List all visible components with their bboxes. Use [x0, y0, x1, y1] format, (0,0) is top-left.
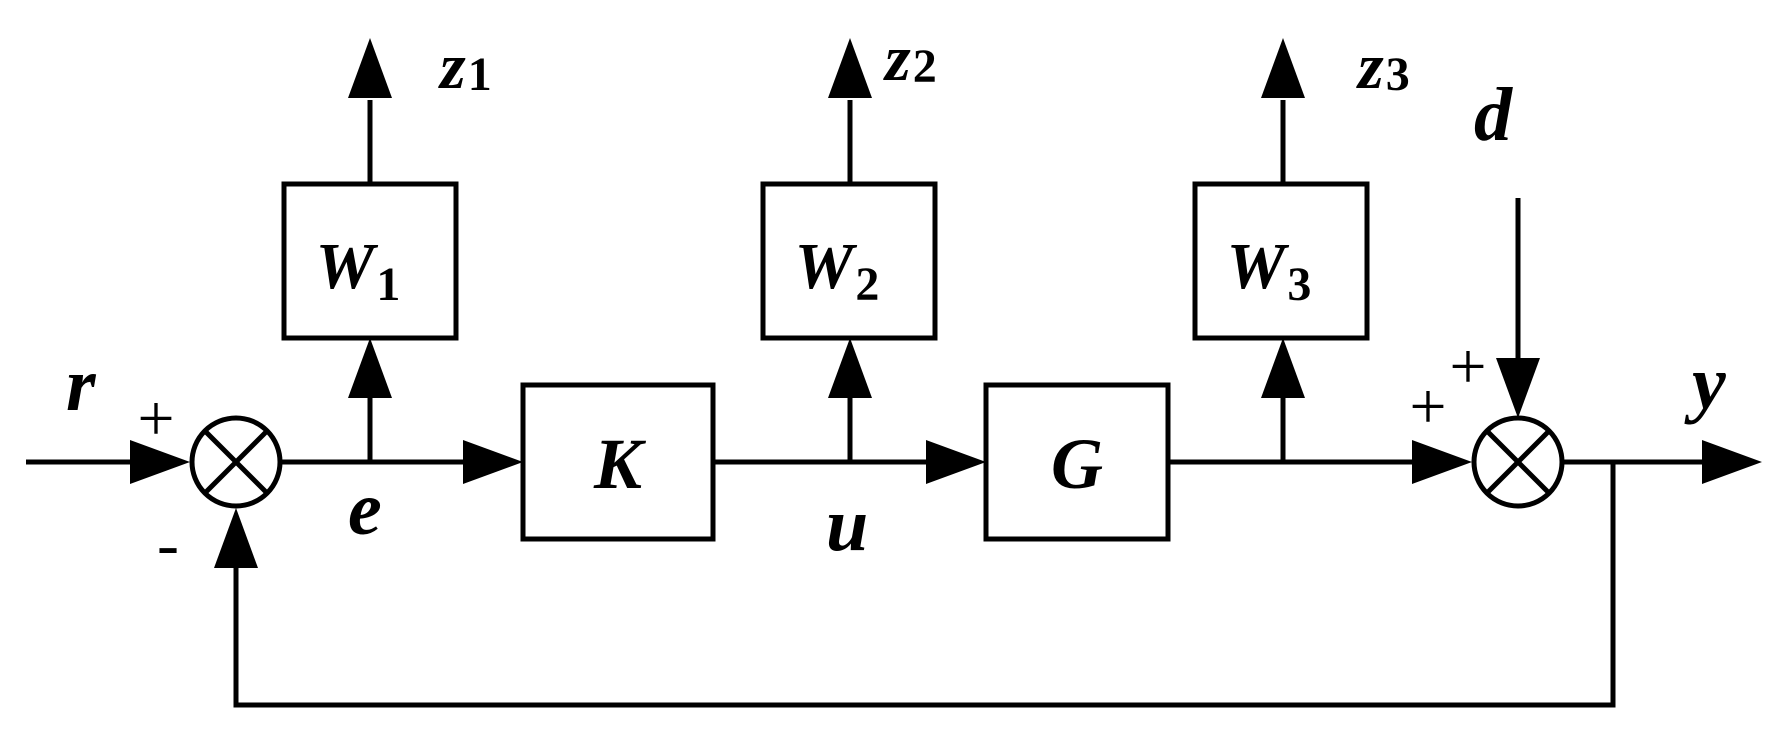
arrow-into-k-icon — [463, 440, 523, 484]
w2-label: W2 — [795, 230, 880, 311]
z1-subscript: 1 — [468, 48, 492, 101]
arrow-z1-out-icon — [348, 38, 392, 98]
sum2-plus-top-sign: + — [1449, 330, 1486, 403]
arrow-d-into-sum2-icon — [1496, 358, 1540, 418]
arrow-z3-out-icon — [1261, 38, 1305, 98]
g-label: G — [1051, 424, 1103, 504]
sum2-plus-left-sign: + — [1409, 370, 1446, 443]
k-label: K — [593, 424, 647, 504]
arrow-z2-out-icon — [828, 38, 872, 98]
w2-subscript: 2 — [855, 258, 879, 311]
signal-d-label: d — [1474, 73, 1513, 157]
w3-subscript: 3 — [1287, 258, 1311, 311]
arrow-y-out-icon — [1702, 440, 1762, 484]
w3-block: W3 — [1192, 181, 1370, 341]
signal-wires — [26, 100, 1710, 708]
signal-y-label: y — [1684, 341, 1726, 425]
w1-block: W1 — [281, 181, 459, 341]
sum1-minus-sign: - — [157, 508, 179, 581]
arrow-into-sum2-icon — [1412, 440, 1472, 484]
k-block: K — [520, 382, 716, 542]
z3-label: z3 — [1356, 30, 1410, 103]
z2-subscript: 2 — [913, 40, 937, 93]
z2-label: z2 — [883, 22, 937, 95]
w1-label: W1 — [316, 230, 401, 311]
arrow-feedback-into-sum1-icon — [214, 508, 258, 568]
arrow-into-w1-icon — [348, 338, 392, 398]
g-block: G — [983, 382, 1171, 542]
feedback-wire — [233, 462, 1616, 708]
z1-label: z1 — [438, 30, 492, 103]
signal-e-label: e — [348, 467, 382, 551]
summing-junction-2 — [1471, 415, 1565, 509]
arrow-into-w2-icon — [828, 338, 872, 398]
w1-subscript: 1 — [376, 258, 400, 311]
arrow-into-g-icon — [926, 440, 986, 484]
arrowheads — [130, 38, 1762, 568]
sum1-plus-sign: + — [137, 382, 174, 455]
signal-u-label: u — [826, 483, 868, 567]
signal-r-label: r — [66, 343, 97, 427]
z3-subscript: 3 — [1386, 48, 1410, 101]
arrow-into-w3-icon — [1261, 338, 1305, 398]
arrow-r-into-sum1-icon — [130, 440, 190, 484]
summing-junction-1 — [189, 415, 283, 509]
w2-block: W2 — [760, 181, 938, 341]
w3-label: W3 — [1227, 230, 1312, 311]
